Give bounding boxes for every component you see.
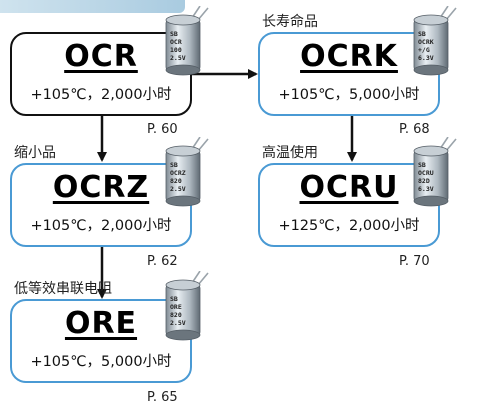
- series-box-ocrz: OCRZ +105℃，2,000小时: [10, 163, 192, 247]
- series-name-ocr: OCR: [64, 39, 138, 74]
- series-spec-ore: +105℃，5,000小时: [30, 354, 172, 370]
- svg-text:2.5V: 2.5V: [170, 185, 186, 193]
- page-ref-ocrk: P. 68: [399, 122, 430, 137]
- series-name-ocrz: OCRZ: [52, 170, 150, 205]
- series-name-ocrk: OCRK: [300, 39, 398, 74]
- svg-text:2.5V: 2.5V: [170, 54, 186, 62]
- header-bar: [0, 0, 185, 13]
- caption-ore: 低等效串联电阻: [14, 281, 112, 297]
- svg-text:OCR: OCR: [170, 38, 182, 46]
- page-ref-ocr: P. 60: [147, 122, 178, 137]
- page-ref-ocrz: P. 62: [147, 254, 178, 269]
- svg-text:OCRU: OCRU: [418, 169, 434, 177]
- svg-text:820: 820: [170, 311, 182, 319]
- svg-text:820: 820: [170, 177, 182, 185]
- caption-ocrz: 缩小品: [14, 145, 56, 161]
- page-ref-ore: P. 65: [147, 390, 178, 405]
- series-spec-ocru: +125℃，2,000小时: [278, 218, 420, 234]
- svg-text:82D: 82D: [418, 177, 430, 185]
- series-name-ocru: OCRU: [299, 170, 399, 205]
- svg-text:+/G: +/G: [418, 46, 430, 54]
- svg-text:6.3V: 6.3V: [418, 54, 434, 62]
- series-box-ocru: OCRU +125℃，2,000小时: [258, 163, 440, 247]
- svg-text:SB: SB: [418, 161, 426, 169]
- series-box-ore: ORE +105℃，5,000小时: [10, 299, 192, 383]
- svg-text:SB: SB: [418, 30, 426, 38]
- caption-ocru: 高温使用: [262, 145, 318, 161]
- series-name-ore: ORE: [64, 306, 138, 341]
- svg-text:SB: SB: [170, 30, 178, 38]
- svg-text:SB: SB: [170, 161, 178, 169]
- svg-text:6.3V: 6.3V: [418, 185, 434, 193]
- svg-text:ORE: ORE: [170, 303, 182, 311]
- series-spec-ocr: +105℃，2,000小时: [30, 87, 172, 103]
- page-ref-ocru: P. 70: [399, 254, 430, 269]
- series-spec-ocrk: +105℃，5,000小时: [278, 87, 420, 103]
- series-box-ocrk: OCRK +105℃，5,000小时: [258, 32, 440, 116]
- svg-text:SB: SB: [170, 295, 178, 303]
- svg-text:OCRK: OCRK: [418, 38, 434, 46]
- series-spec-ocrz: +105℃，2,000小时: [30, 218, 172, 234]
- svg-text:OCRZ: OCRZ: [170, 169, 186, 177]
- svg-text:100: 100: [170, 46, 182, 54]
- caption-ocrk: 长寿命品: [262, 14, 318, 30]
- svg-text:2.5V: 2.5V: [170, 319, 186, 327]
- series-box-ocr: OCR +105℃，2,000小时: [10, 32, 192, 116]
